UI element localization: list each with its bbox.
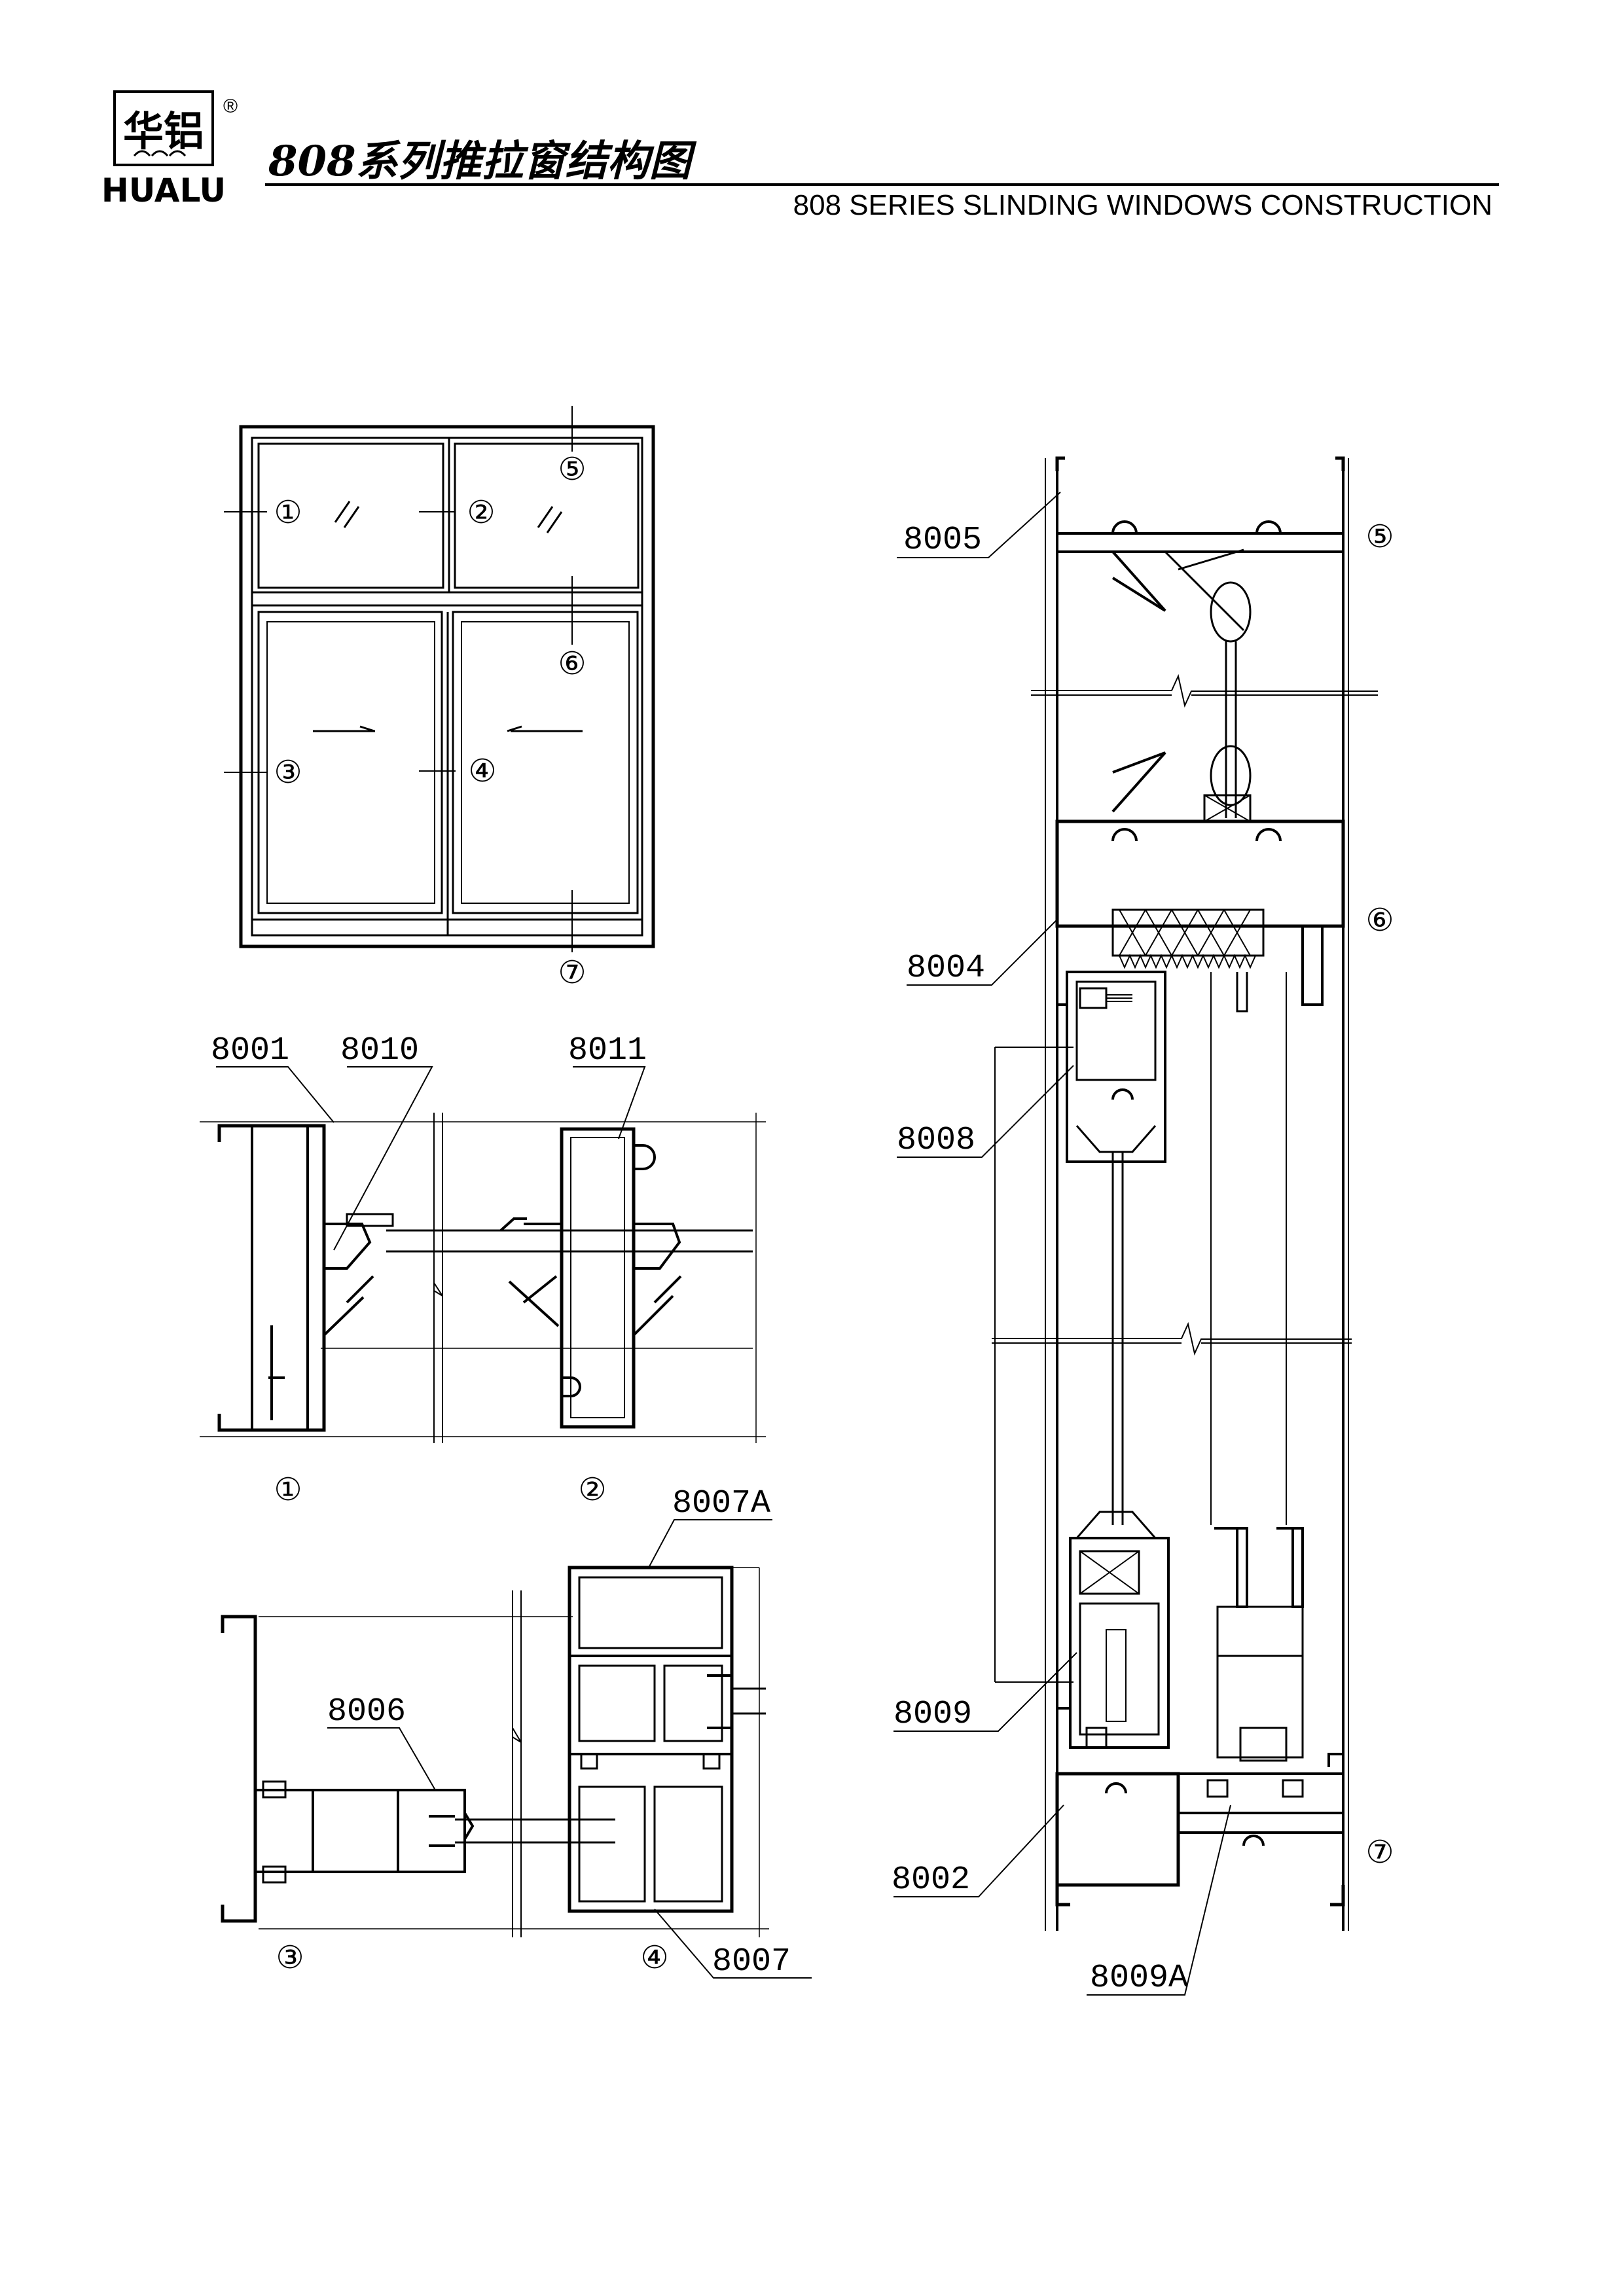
title-cn: 808系列推拉窗结构图 bbox=[268, 137, 697, 186]
label-8009A: 8009A bbox=[1090, 1960, 1188, 1997]
logo-cn-text: 华铝 bbox=[123, 107, 204, 155]
marker-3-section: ③ bbox=[276, 1939, 304, 1976]
section-3-4-labels: 8007A 8006 8007 ③ ④ bbox=[276, 1485, 791, 1981]
marker-5: ⑤ bbox=[558, 451, 586, 488]
vertical-section bbox=[992, 456, 1378, 1931]
marker-4: ④ bbox=[468, 753, 496, 789]
marker-7-section: ⑦ bbox=[1365, 1834, 1394, 1871]
label-8009: 8009 bbox=[893, 1696, 972, 1733]
section-1-2 bbox=[200, 1113, 766, 1443]
logo-en-text: HUALU bbox=[101, 171, 226, 209]
label-8004: 8004 bbox=[907, 950, 985, 987]
marker-1-section: ① bbox=[274, 1471, 302, 1508]
hualu-logo: 华铝 HUALU ® bbox=[101, 90, 238, 209]
marker-6: ⑥ bbox=[558, 645, 586, 682]
label-8002: 8002 bbox=[892, 1861, 970, 1899]
marker-2: ② bbox=[467, 494, 495, 531]
label-8010: 8010 bbox=[340, 1032, 419, 1069]
title-en: 808 SERIES SLINDING WINDOWS CONSTRUCTION bbox=[793, 189, 1492, 221]
label-8005: 8005 bbox=[903, 522, 982, 559]
label-8006: 8006 bbox=[327, 1693, 406, 1731]
section-1-2-labels: 8001 8010 8011 ① ② bbox=[211, 1032, 647, 1508]
label-8001: 8001 bbox=[211, 1032, 289, 1069]
registered-mark: ® bbox=[223, 96, 238, 117]
section-3-4-leaders bbox=[327, 1519, 812, 1979]
section-1-2-leaders bbox=[216, 1066, 646, 1251]
marker-6-section: ⑥ bbox=[1365, 902, 1394, 939]
elevation-markers: ① ② ③ ④ ⑤ ⑥ ⑦ bbox=[274, 451, 586, 991]
marker-1: ① bbox=[274, 494, 302, 531]
label-8011: 8011 bbox=[568, 1032, 647, 1069]
vertical-section-leaders bbox=[893, 492, 1231, 1996]
marker-2-section: ② bbox=[578, 1471, 606, 1508]
marker-4-section: ④ bbox=[640, 1939, 668, 1976]
section-3-4 bbox=[221, 1566, 769, 1937]
marker-7: ⑦ bbox=[558, 954, 586, 991]
vertical-section-labels: 8005 8004 8008 8009 8002 8009A ⑤ ⑥ ⑦ bbox=[892, 518, 1394, 1997]
label-8008: 8008 bbox=[897, 1122, 975, 1159]
window-elevation bbox=[224, 406, 655, 952]
marker-3: ③ bbox=[274, 754, 302, 791]
label-8007: 8007 bbox=[712, 1943, 791, 1981]
marker-5-section: ⑤ bbox=[1365, 518, 1394, 555]
label-8007A: 8007A bbox=[672, 1485, 770, 1522]
